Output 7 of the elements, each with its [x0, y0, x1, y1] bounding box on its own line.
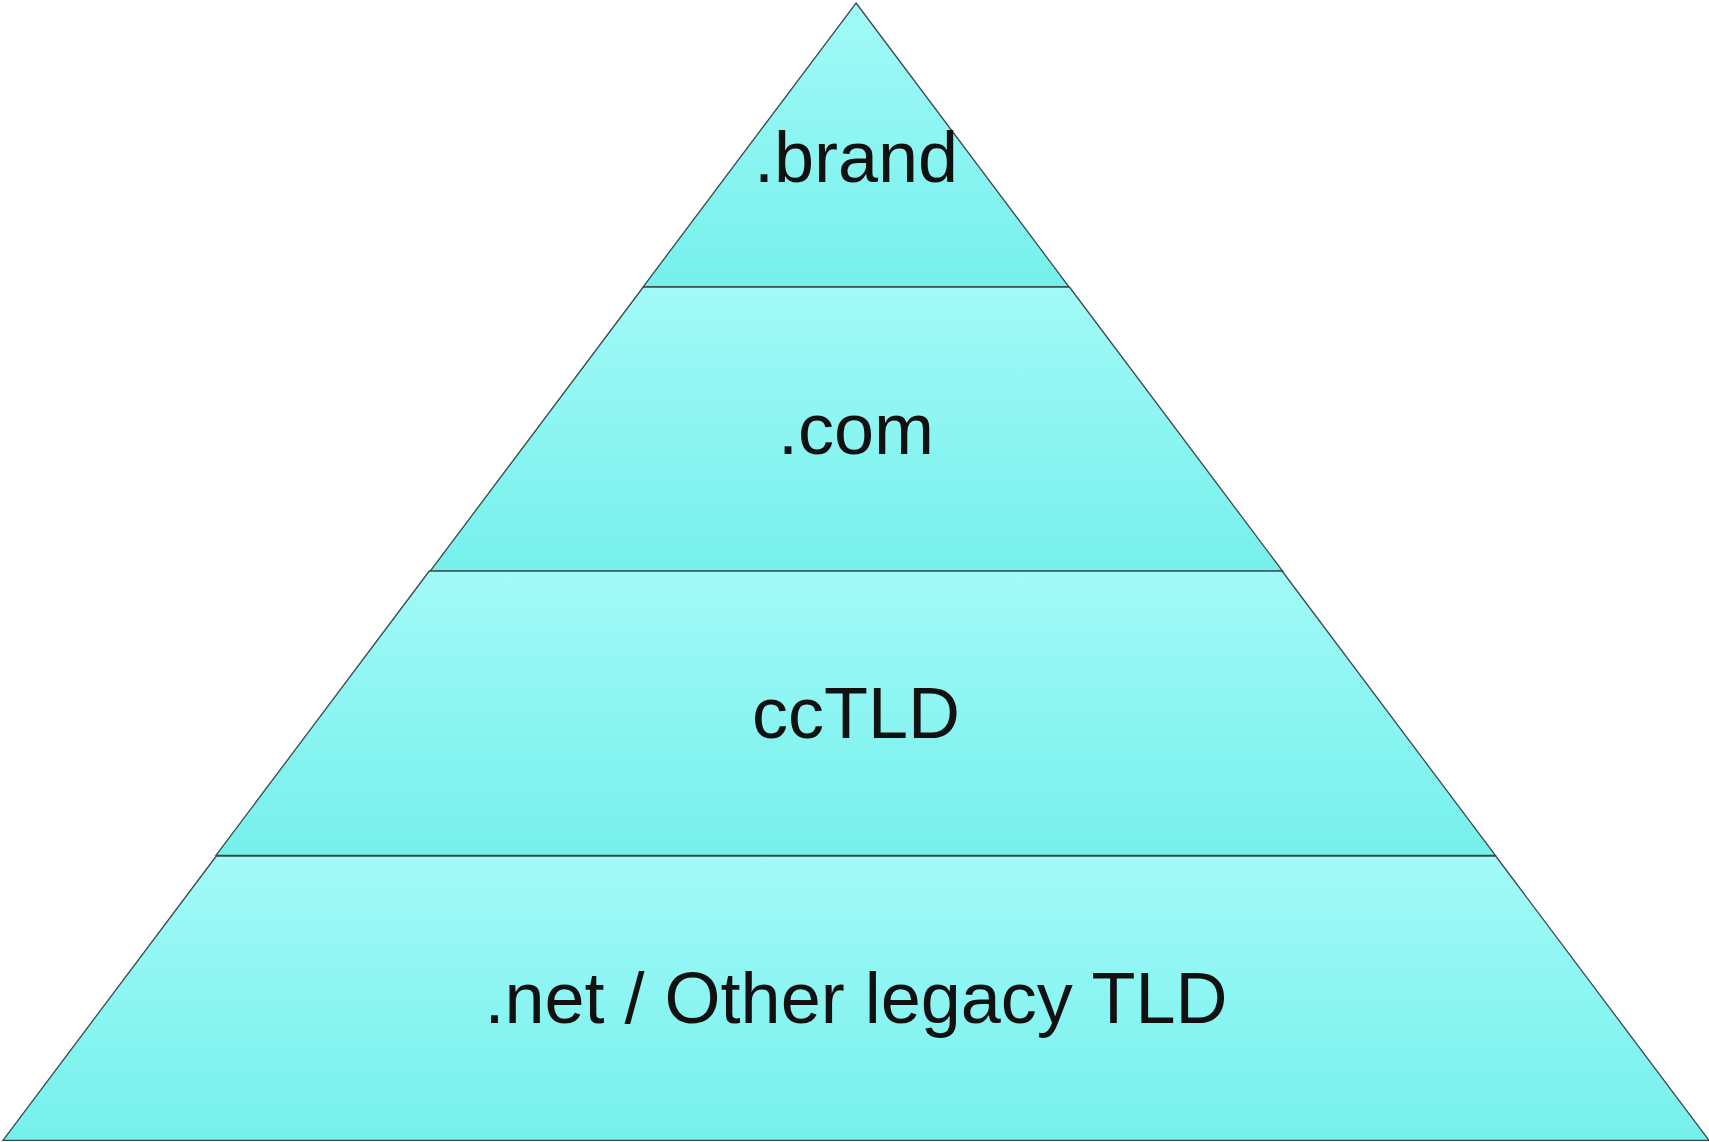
pyramid-tier [429, 287, 1283, 572]
pyramid-tier [3, 855, 1709, 1140]
tier-label: ccTLD [751, 677, 961, 750]
tier-label: .brand [752, 121, 960, 193]
pyramid-tier [216, 571, 1496, 856]
pyramid-top-tier [642, 3, 1070, 287]
tier-label: .com [776, 393, 935, 466]
